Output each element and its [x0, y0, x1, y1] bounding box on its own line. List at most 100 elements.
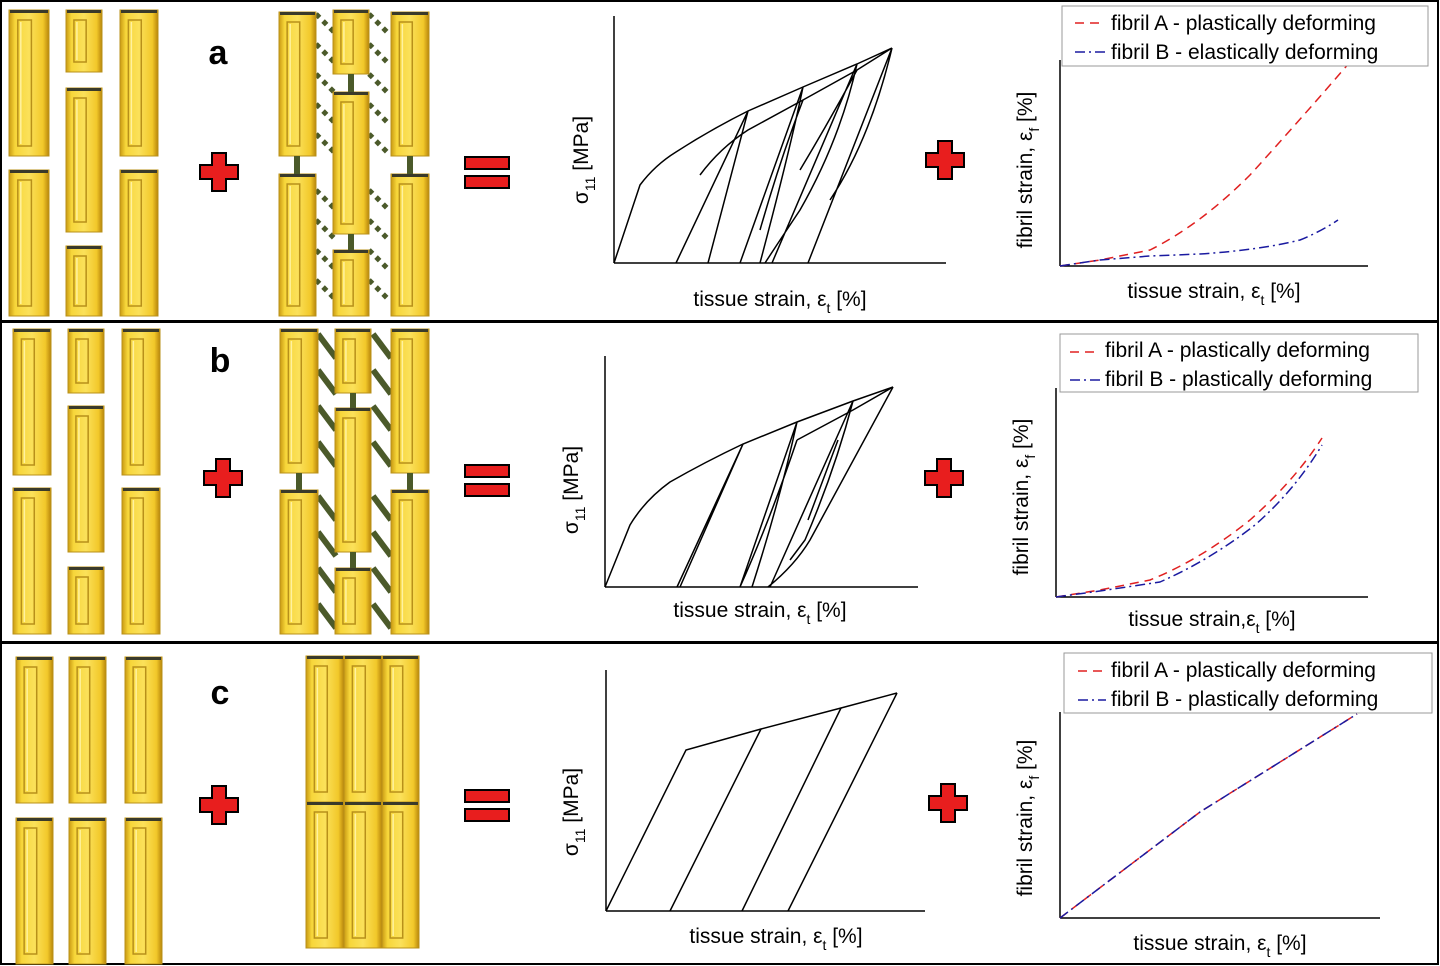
x-axis-label: tissue strain, εt [%]: [689, 925, 862, 953]
fibril-array-linked-dotted: [278, 9, 430, 317]
collagen-fibril: [119, 169, 159, 317]
fibril-array-unlinked: [8, 9, 159, 317]
collagen-fibril: [8, 9, 50, 157]
fibril-array-linked-solid: [279, 328, 430, 635]
legend-entry: fibril A - plastically deforming: [1111, 12, 1376, 35]
collagen-fibril: [68, 817, 107, 965]
legend-entry: fibril A - plastically deforming: [1111, 659, 1376, 682]
panel-label: c: [211, 674, 230, 712]
collagen-fibril: [15, 817, 54, 965]
panel-a: a: [8, 5, 1429, 317]
panel-label: b: [210, 342, 231, 380]
collagen-fibril: [68, 656, 107, 804]
stress-strain-chart: tissue strain, εt [%] σ11 [MPa]: [560, 356, 918, 627]
loading-curve: [604, 386, 894, 588]
collagen-fibril: [332, 9, 370, 75]
panel-frame-c: [0, 642, 1439, 965]
series-fibril-b: [1059, 713, 1358, 919]
fibril-array-unlinked: [15, 656, 163, 965]
legend-entry: fibril A - plastically deforming: [1105, 339, 1370, 362]
fibril-array-fused: [305, 655, 420, 949]
equals-sign-icon: [464, 464, 510, 497]
collagen-fibril: [124, 656, 163, 804]
legend: fibril A - plastically deforming fibril …: [1063, 652, 1433, 714]
legend-entry: fibril B - plastically deforming: [1105, 368, 1372, 391]
y-axis-label: fibril strain, εf [%]: [1010, 419, 1038, 576]
collagen-fibril: [124, 817, 163, 965]
stress-strain-chart: tissue strain, εt [%] σ11 [MPa]: [560, 670, 925, 953]
x-axis-label: tissue strain, εt [%]: [673, 599, 846, 627]
legend-entry: fibril B - plastically deforming: [1111, 688, 1378, 711]
fibril-array-unlinked: [12, 328, 161, 635]
equals-sign-icon: [464, 156, 510, 189]
collagen-fibril: [279, 328, 319, 474]
plus-sign-icon: [924, 458, 964, 498]
collagen-fibril: [65, 9, 103, 73]
collagen-fibril: [334, 407, 372, 553]
x-axis-label: tissue strain, εt [%]: [1133, 932, 1306, 960]
collagen-fibril: [67, 328, 105, 394]
collagen-fibril: [332, 249, 370, 317]
y-axis-label: σ11 [MPa]: [570, 116, 598, 204]
y-axis-label: σ11 [MPa]: [560, 446, 588, 534]
collagen-fibril: [332, 91, 370, 235]
loading-curve: [613, 47, 893, 264]
plus-sign-icon: [199, 152, 239, 192]
x-axis-label: tissue strain,εt [%]: [1128, 608, 1295, 636]
series-fibril-b: [1059, 219, 1339, 267]
collagen-fibril: [279, 489, 319, 635]
plus-sign-icon: [199, 785, 239, 825]
collagen-fibril: [65, 245, 103, 317]
collagen-fibril: [343, 655, 383, 803]
unloading-curves: [669, 692, 898, 912]
equals-sign-icon: [464, 789, 510, 822]
solid-crosslinks: [315, 332, 394, 630]
collagen-fibril: [278, 11, 317, 157]
legend: fibril A - plastically deforming fibril …: [1059, 333, 1419, 393]
series-fibril-a: [1055, 437, 1323, 598]
series-fibril-b: [1055, 444, 1323, 598]
y-axis-label: fibril strain, εf [%]: [1014, 92, 1042, 249]
plus-sign-icon: [925, 140, 965, 180]
fibril-strain-chart: fibril A - plastically deforming fibril …: [1014, 652, 1433, 960]
y-axis-label: fibril strain, εf [%]: [1014, 740, 1042, 897]
stress-strain-chart: tissue strain, εt [%] σ11 [MPa]: [570, 16, 946, 316]
panel-b: b: [12, 328, 1419, 636]
series-fibril-a: [1059, 713, 1358, 919]
collagen-fibril: [121, 328, 161, 476]
collagen-fibril: [305, 655, 345, 803]
legend: fibril A - plastically deforming fibril …: [1061, 5, 1429, 67]
collagen-fibril: [334, 328, 372, 394]
collagen-fibril: [334, 567, 372, 635]
end-to-end-links: [296, 393, 413, 568]
collagen-fibril: [390, 489, 430, 635]
collagen-fibril: [67, 566, 105, 635]
fibril-strain-chart: fibril A - plastically deforming fibril …: [1010, 333, 1419, 636]
collagen-fibril: [381, 655, 420, 803]
collagen-fibril: [119, 9, 159, 157]
panel-label: a: [209, 34, 229, 72]
collagen-fibril: [121, 487, 161, 635]
fibril-strain-chart: fibril A - plastically deforming fibril …: [1014, 5, 1429, 308]
loading-curve: [605, 692, 898, 912]
collagen-fibril: [390, 173, 430, 317]
collagen-fibril: [278, 173, 317, 317]
panel-c: c tissue strain, εt [%] σ11 [MPa]: [15, 652, 1433, 965]
x-axis-label: tissue strain, εt [%]: [693, 288, 866, 316]
collagen-fibril: [65, 87, 103, 233]
collagen-fibril: [381, 801, 420, 949]
legend-entry: fibril B - elastically deforming: [1111, 41, 1378, 64]
x-axis-label: tissue strain, εt [%]: [1127, 280, 1300, 308]
collagen-fibril: [15, 656, 54, 804]
y-axis-label: σ11 [MPa]: [560, 768, 588, 856]
plus-sign-icon: [203, 458, 243, 498]
collagen-fibril: [390, 328, 430, 474]
end-to-end-links: [294, 74, 413, 250]
unloading-curves: [676, 386, 894, 588]
plus-sign-icon: [928, 783, 968, 823]
collagen-fibril: [343, 801, 383, 949]
collagen-fibril: [12, 328, 52, 476]
collagen-fibril: [67, 405, 105, 553]
